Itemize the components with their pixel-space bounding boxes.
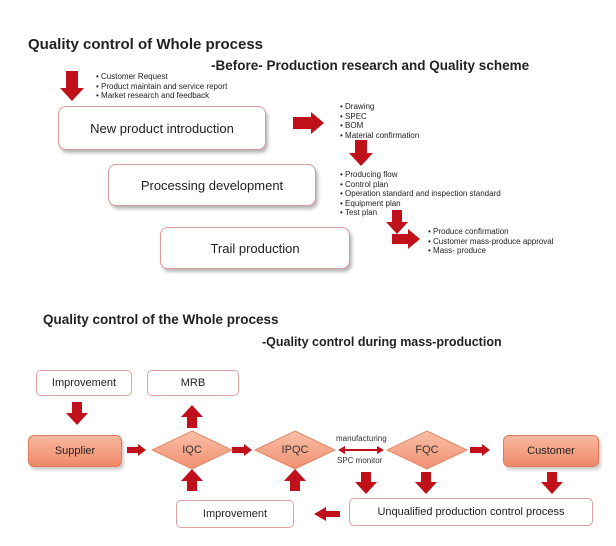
down-arrow-icon	[415, 472, 437, 494]
trail-production-box: Trail production	[160, 227, 350, 269]
list-item: Produce confirmation	[428, 227, 554, 237]
improvement-bottom-box: Improvement	[176, 500, 294, 528]
input-bullet-list: Customer Request Product maintain and se…	[96, 72, 227, 101]
new-product-bullet-list: Drawing SPEC BOM Material confirmation	[340, 102, 419, 140]
processing-bullet-list: Producing flow Control plan Operation st…	[340, 170, 501, 218]
section2-title: Quality control of the Whole process	[43, 312, 279, 327]
down-arrow-icon	[355, 472, 377, 494]
list-item: SPEC	[340, 112, 419, 122]
unqualified-process-box: Unqualified production control process	[349, 498, 593, 526]
up-arrow-icon	[284, 469, 306, 491]
list-item: Mass- produce	[428, 246, 554, 256]
list-item: Material confirmation	[340, 131, 419, 141]
left-arrow-icon	[314, 507, 340, 521]
down-arrow-icon	[349, 140, 373, 166]
list-item: Test plan	[340, 208, 501, 218]
ipqc-diamond	[253, 430, 337, 470]
list-item: Producing flow	[340, 170, 501, 180]
down-arrow-icon	[541, 472, 563, 494]
right-arrow-icon	[127, 444, 146, 456]
list-item: Control plan	[340, 180, 501, 190]
up-arrow-icon	[181, 469, 203, 491]
list-item: Market research and feedback	[96, 91, 227, 101]
processing-development-box: Processing development	[108, 164, 316, 206]
trail-bullet-list: Produce confirmation Customer mass-produ…	[428, 227, 554, 256]
list-item: Customer Request	[96, 72, 227, 82]
iqc-label: IQC	[182, 444, 202, 456]
section1-title: Quality control of Whole process	[28, 36, 264, 53]
down-arrow-icon	[386, 210, 408, 234]
improvement-top-box: Improvement	[36, 370, 132, 396]
list-item: BOM	[340, 121, 419, 131]
right-arrow-icon	[392, 229, 420, 249]
list-item: Equipment plan	[340, 199, 501, 209]
list-item: Customer mass-produce approval	[428, 237, 554, 247]
spc-monitor-label: SPC monitor	[337, 456, 383, 465]
mrb-box: MRB	[147, 370, 239, 396]
manufacturing-label: manufacturing	[336, 434, 387, 443]
up-arrow-icon	[181, 405, 203, 428]
list-item: Operation standard and inspection standa…	[340, 189, 501, 199]
double-arrow-icon	[338, 446, 384, 454]
fqc-diamond	[385, 430, 469, 470]
right-arrow-icon	[470, 444, 490, 456]
down-arrow-icon	[60, 71, 84, 101]
right-arrow-icon	[232, 444, 252, 456]
fqc-label: FQC	[415, 444, 439, 456]
iqc-diamond	[150, 430, 234, 470]
customer-box: Customer	[503, 435, 599, 467]
ipqc-label: IPQC	[281, 444, 309, 456]
supplier-box: Supplier	[28, 435, 122, 467]
list-item: Drawing	[340, 102, 419, 112]
list-item: Product maintain and service report	[96, 82, 227, 92]
section2-subtitle: -Quality control during mass-production	[262, 335, 502, 349]
new-product-introduction-box: New product introduction	[58, 106, 266, 150]
right-arrow-icon	[293, 112, 324, 134]
down-arrow-icon	[66, 402, 88, 425]
section1-subtitle: -Before- Production research and Quality…	[211, 58, 530, 73]
